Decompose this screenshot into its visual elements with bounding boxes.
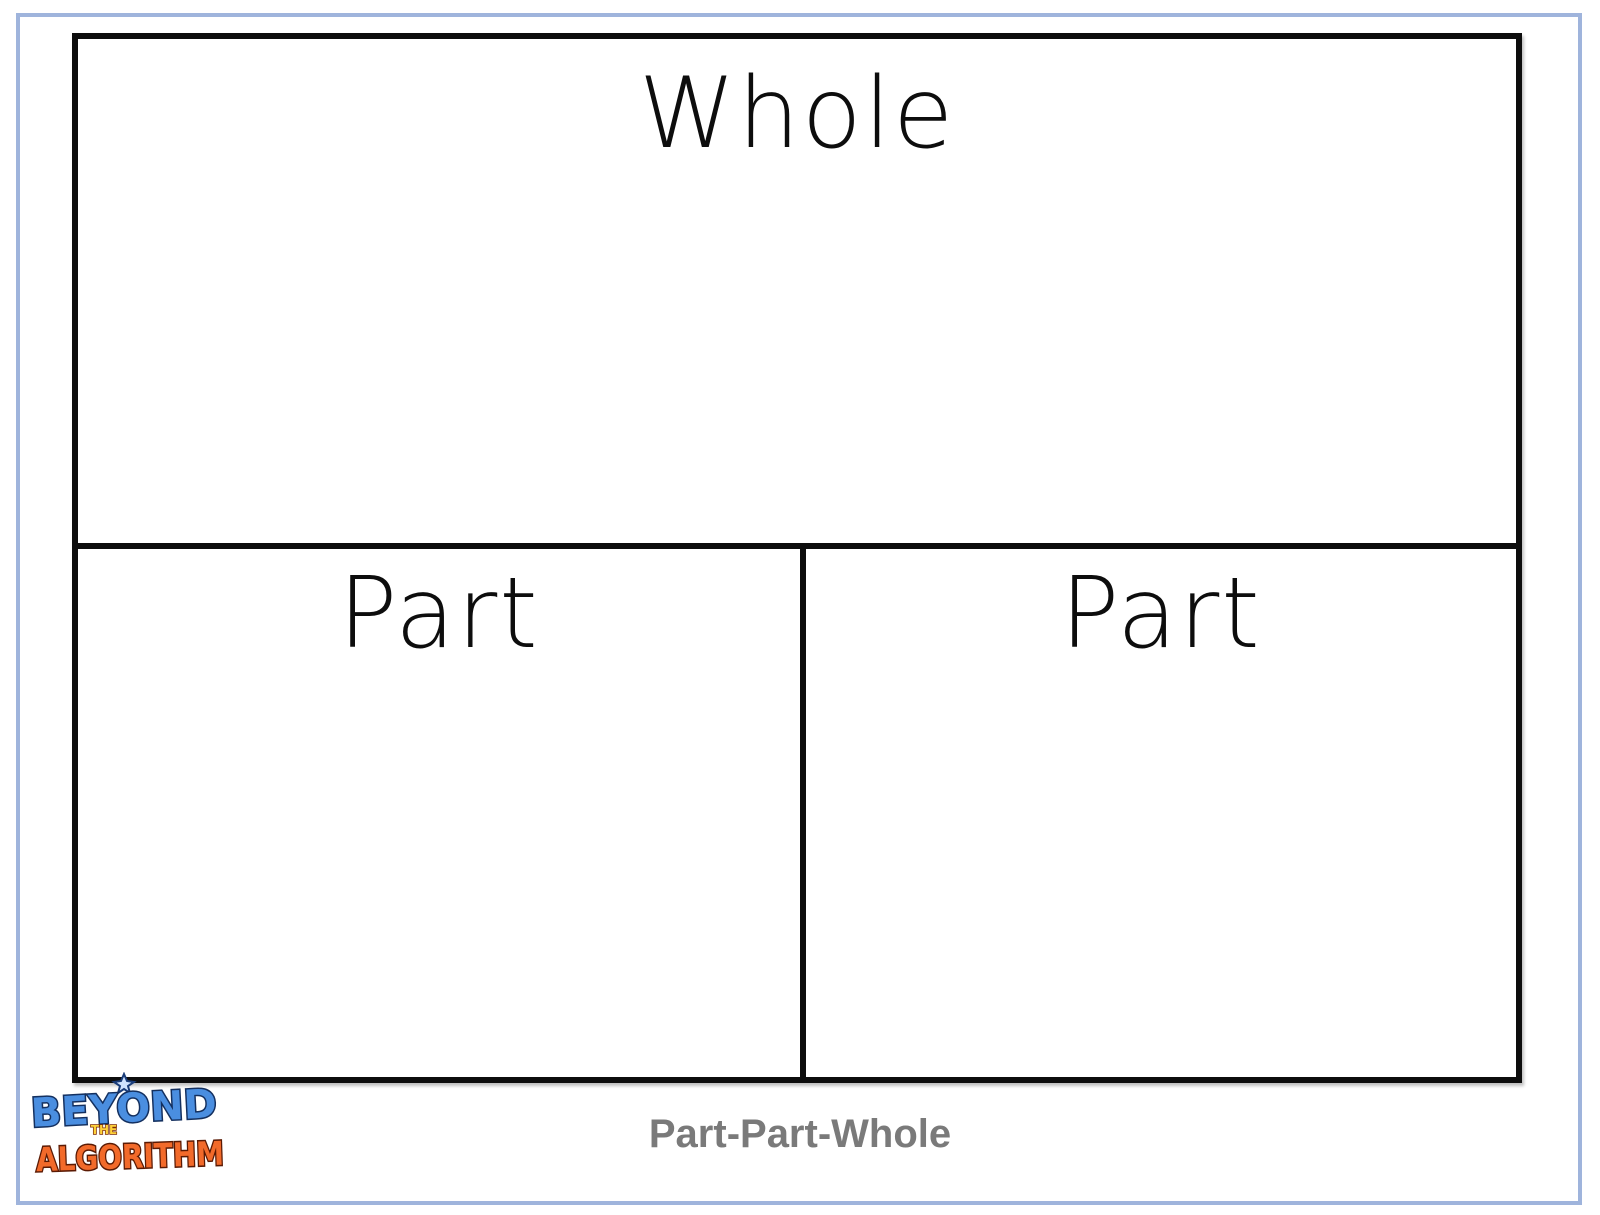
logo-text-middle: THE [91,1123,117,1137]
beyond-the-algorithm-logo: BEYOND THE ALGORITHM [32,1072,226,1176]
logo-sparkle-icon [111,1072,137,1096]
page-frame [16,13,1582,1205]
logo-text-bottom: ALGORITHM [35,1134,224,1176]
part-box-left: Part [78,549,806,1077]
whole-box: Whole [78,39,1516,549]
page-caption: Part-Part-Whole [648,1112,952,1156]
logo-text-top: BEYOND [32,1081,218,1137]
part-part-whole-mat: Whole Part Part [72,33,1522,1083]
part-box-right: Part [806,549,1516,1077]
part-label-right: Part [1060,557,1262,671]
part-label-left: Part [338,557,540,671]
whole-label: Whole [638,57,956,171]
